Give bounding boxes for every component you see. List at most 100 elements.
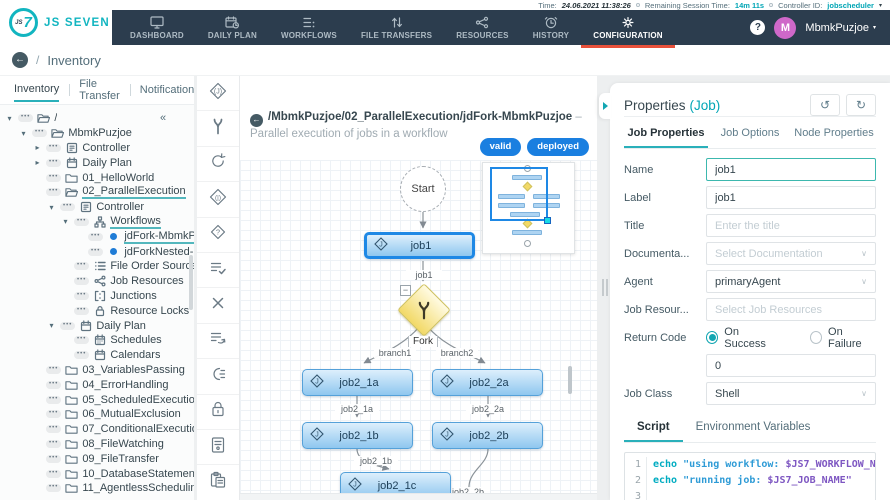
tree-scrollbar[interactable] (189, 255, 193, 310)
minimap-resize-handle[interactable] (544, 217, 551, 224)
item-menu-icon[interactable]: ••• (46, 143, 62, 152)
tree-item-controller[interactable]: ▸•••Controller (0, 141, 194, 156)
nav-item-file-transfers[interactable]: FILE TRANSFERS (349, 10, 444, 45)
tree-item-01-helloworld[interactable]: •••01_HelloWorld (0, 170, 194, 185)
user-menu[interactable]: MbmkPuzjoe ▾ (805, 22, 876, 34)
job-node-job2_1a[interactable]: J job2_1a (302, 369, 413, 396)
item-menu-icon[interactable]: ••• (46, 484, 62, 493)
item-menu-icon[interactable]: ••• (46, 380, 62, 389)
nav-item-configuration[interactable]: CONFIGURATION (581, 10, 675, 48)
item-menu-icon[interactable]: ••• (74, 306, 90, 315)
item-menu-icon[interactable]: ••• (60, 203, 76, 212)
nav-item-resources[interactable]: RESOURCES (444, 10, 520, 45)
nav-item-workflows[interactable]: WORKFLOWS (269, 10, 349, 45)
item-menu-icon[interactable]: ••• (46, 158, 62, 167)
item-menu-icon[interactable]: ••• (74, 336, 90, 345)
canvas-horizontal-scrollbar[interactable] (240, 493, 597, 500)
item-menu-icon[interactable]: ••• (46, 469, 62, 478)
on-failure-radio[interactable]: On Failure (809, 326, 876, 350)
nav-item-daily-plan[interactable]: DAILY PLAN (196, 10, 269, 45)
item-menu-icon[interactable]: ••• (74, 217, 90, 226)
tree-item-02-parallelexecution[interactable]: •••02_ParallelExecution (0, 185, 194, 200)
tool-finish-button[interactable] (197, 253, 239, 289)
nav-item-dashboard[interactable]: DASHBOARD (118, 10, 196, 45)
tree-item-file-order-sources[interactable]: •••File Order Sources (0, 259, 194, 274)
tree-item-07-conditionalexecution[interactable]: •••07_ConditionalExecution (0, 422, 194, 437)
tool-job-button[interactable]: (J) (197, 76, 239, 112)
tree-item-08-filewatching[interactable]: •••08_FileWatching (0, 437, 194, 452)
tree-item-jdforknested-mbmkpuzjoe[interactable]: •••jdForkNested-MbmkPuzjoe (0, 244, 194, 259)
controller-id-value[interactable]: jobscheduler (827, 0, 874, 10)
on-success-radio[interactable]: On Success (706, 326, 780, 350)
tab-job-properties[interactable]: Job Properties (624, 119, 708, 148)
caret-down-icon[interactable]: ▾ (7, 113, 12, 123)
app-logo[interactable]: JS 7 JS SEVEN (0, 0, 112, 45)
minimap[interactable] (482, 162, 575, 254)
caret-down-icon[interactable]: ▾ (21, 128, 26, 138)
tree-item-schedules[interactable]: •••Schedules (0, 333, 194, 348)
tree-item-11-agentlessscheduling[interactable]: •••11_AgentlessScheduling (0, 481, 194, 496)
help-button[interactable]: ? (750, 20, 766, 35)
tab-environment-variables[interactable]: Environment Variables (695, 421, 811, 433)
minimap-viewport[interactable] (490, 167, 551, 224)
canvas-vertical-scrollbar[interactable] (568, 366, 572, 394)
tree-item-root[interactable]: ▾•••/ (0, 111, 194, 126)
job-node-job1[interactable]: J job1 (364, 232, 475, 259)
controller-dropdown-icon[interactable]: ▾ (878, 2, 882, 9)
tab-notification[interactable]: Notification (129, 76, 204, 104)
agent-select[interactable]: primaryAgent ∨ (706, 270, 876, 293)
fork-node[interactable] (397, 283, 451, 337)
item-menu-icon[interactable]: ••• (46, 188, 62, 197)
item-menu-icon[interactable]: ••• (74, 351, 90, 360)
tool-paste-button[interactable] (197, 465, 239, 500)
job-node-job2_2b[interactable]: J job2_2b (432, 422, 543, 449)
item-menu-icon[interactable]: ••• (46, 425, 62, 434)
item-menu-icon[interactable]: ••• (88, 232, 104, 241)
panel-resize-handle[interactable] (602, 279, 608, 296)
item-menu-icon[interactable]: ••• (46, 173, 62, 182)
tool-lock-button[interactable] (197, 395, 239, 430)
tree-item-10-databasestatement[interactable]: •••10_DatabaseStatement (0, 466, 194, 481)
workflow-back-button[interactable]: ← (250, 114, 263, 127)
tool-try-button[interactable]: ? (197, 218, 239, 253)
item-menu-icon[interactable]: ••• (32, 129, 48, 138)
tree-item-job-resources[interactable]: •••Job Resources (0, 274, 194, 289)
tree-item-09-filetransfer[interactable]: •••09_FileTransfer (0, 451, 194, 466)
return-code-value-input[interactable] (706, 354, 876, 377)
tool-if-button[interactable]: (|) (197, 182, 239, 218)
tree-item-calendars[interactable]: •••Calendars (0, 348, 194, 363)
undo-button[interactable]: ↺ (810, 94, 840, 116)
item-menu-icon[interactable]: ••• (46, 439, 62, 448)
tree-item-06-mutualexclusion[interactable]: •••06_MutualExclusion (0, 407, 194, 422)
caret-down-icon[interactable]: ▾ (63, 217, 68, 227)
tree-item-04-errorhandling[interactable]: •••04_ErrorHandling (0, 377, 194, 392)
job-resources-input[interactable] (706, 298, 876, 321)
item-menu-icon[interactable]: ••• (18, 114, 34, 123)
item-menu-icon[interactable]: ••• (60, 321, 76, 330)
nav-item-history[interactable]: HISTORY (521, 10, 582, 45)
caret-down-icon[interactable]: ▾ (49, 321, 54, 331)
tree-collapse-button[interactable]: « (160, 112, 167, 124)
diagram-grid[interactable]: Start J job1 job1 − Fork branch1 b (240, 160, 597, 500)
caret-right-icon[interactable]: ▸ (35, 143, 40, 153)
tree-item-daily-plan[interactable]: ▾•••Daily Plan (0, 318, 194, 333)
item-menu-icon[interactable]: ••• (46, 395, 62, 404)
tree-item-mbmkpuzjoe[interactable]: ▾•••MbmkPuzjoe (0, 126, 194, 141)
tree-item-03-variablespassing[interactable]: •••03_VariablesPassing (0, 363, 194, 378)
caret-down-icon[interactable]: ▾ (49, 202, 54, 212)
tab-node-properties[interactable]: Node Properties (794, 127, 874, 139)
tree-item-resource-locks[interactable]: •••Resource Locks (0, 303, 194, 318)
tree-item-junctions[interactable]: •••Junctions (0, 289, 194, 304)
documentation-select[interactable]: Select Documentation ∨ (706, 242, 876, 265)
start-node[interactable]: Start (400, 166, 446, 212)
tab-job-options[interactable]: Job Options (720, 127, 780, 139)
tool-prompt-button[interactable] (197, 430, 239, 466)
item-menu-icon[interactable]: ••• (46, 454, 62, 463)
fork-collapse-button[interactable]: − (400, 285, 411, 296)
tool-fail-button[interactable] (197, 288, 239, 324)
avatar[interactable]: M (774, 16, 797, 39)
title-input[interactable] (706, 214, 876, 237)
item-menu-icon[interactable]: ••• (74, 277, 90, 286)
item-menu-icon[interactable]: ••• (46, 410, 62, 419)
